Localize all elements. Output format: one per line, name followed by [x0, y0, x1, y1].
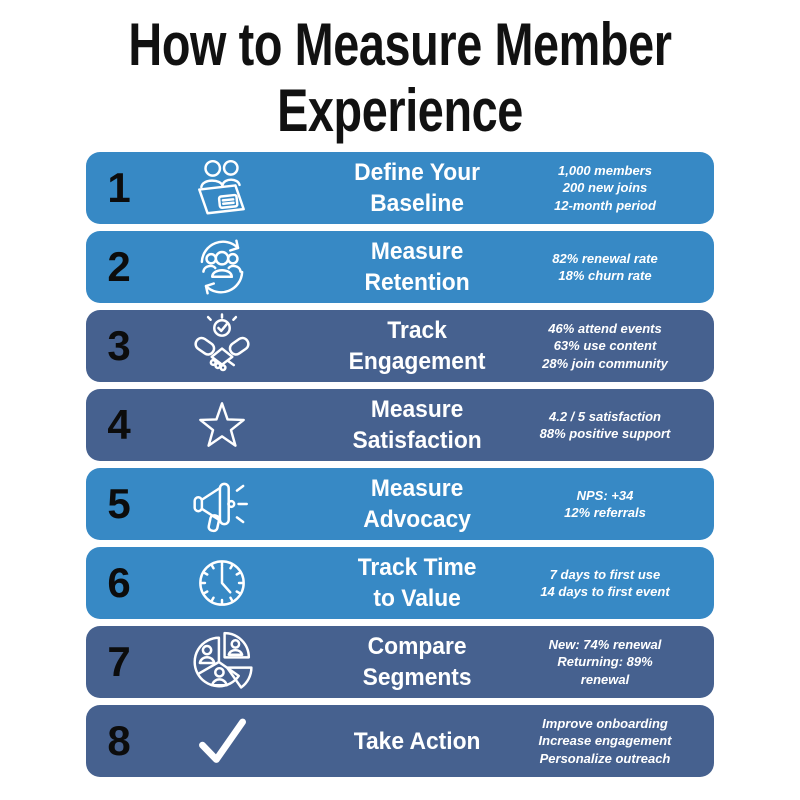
stat-line: Personalize outreach [539, 750, 671, 766]
step-title-line: Take Action [353, 727, 481, 755]
step-number: 4 [107, 401, 131, 448]
star-icon [148, 389, 296, 461]
step-number: 8 [107, 717, 131, 764]
step-title-line: Satisfaction [352, 427, 482, 454]
step-stats: 7 days to first use 14 days to first eve… [504, 566, 714, 601]
step-number: 3 [107, 322, 131, 369]
step-number: 5 [107, 480, 131, 527]
step-title-line: Engagement [348, 348, 486, 375]
step-title-line: Compare [367, 633, 467, 660]
step-title-line: Baseline [370, 190, 464, 217]
step-title: Take Action [301, 726, 499, 757]
step-number: 6 [107, 559, 131, 606]
stat-line: 12% referrals [564, 505, 646, 520]
megaphone-icon [148, 468, 296, 540]
checkmark-icon [148, 705, 296, 777]
step-row-4: 4 Measure Satisfaction 4.2 / 5 satisfact… [86, 389, 714, 461]
step-number: 7 [107, 638, 131, 685]
clock-icon [148, 547, 296, 619]
step-title-line: Segments [362, 664, 472, 691]
step-row-5: 5 Measure Advocacy NPS: +34 12% referral… [86, 468, 714, 540]
stat-line: 63% use content [553, 338, 657, 354]
step-row-8: 8 Take Action Improve onboarding Increas… [86, 705, 714, 777]
stat-line: 12-month period [554, 197, 656, 213]
retention-cycle-icon [148, 231, 296, 303]
page-title: How to Measure Member Experience [0, 0, 800, 144]
step-row-6: 6 Track Time to Value 7 days to first us… [86, 547, 714, 619]
stat-line: 200 new joins [562, 180, 648, 196]
stat-line: Increase engagement [538, 733, 672, 749]
step-title-line: Retention [364, 269, 470, 296]
folder-people-icon [148, 152, 296, 224]
step-row-1: 1 Define Your Baseline [86, 152, 714, 224]
handshake-check-icon [148, 310, 296, 382]
stat-line: NPS: +34 [576, 487, 634, 503]
step-title: Compare Segments [301, 631, 499, 693]
step-title: Track Time to Value [301, 552, 499, 614]
step-row-7: 7 Compare Segments [86, 626, 714, 698]
step-title-line: Track Time [357, 554, 477, 581]
step-stats: 82% renewal rate 18% churn rate [504, 250, 714, 285]
stat-line: 14 days to first event [540, 584, 670, 599]
step-number: 1 [107, 164, 131, 211]
step-title-line: Define Your [354, 159, 481, 186]
step-title: Measure Satisfaction [301, 394, 499, 456]
page-title-line-2: Experience [277, 77, 523, 144]
step-title-line: to Value [373, 585, 461, 612]
step-stats: New: 74% renewal Returning: 89% renewal [504, 636, 714, 689]
stat-line: Returning: 89% [557, 654, 653, 670]
step-stats: NPS: +34 12% referrals [504, 487, 714, 522]
stat-line: 28% join community [542, 355, 668, 371]
step-row-3: 3 Track Engagement [86, 310, 714, 382]
step-title-line: Advocacy [363, 506, 471, 533]
pie-segments-icon [148, 626, 296, 698]
step-title-line: Track [387, 317, 447, 344]
step-stats: 46% attend events 63% use content 28% jo… [504, 320, 714, 373]
step-stats: 4.2 / 5 satisfaction 88% positive suppor… [504, 408, 714, 443]
step-stats: 1,000 members 200 new joins 12-month per… [504, 162, 714, 215]
stat-line: renewal [580, 671, 630, 687]
stat-line: 7 days to first use [549, 566, 661, 582]
stat-line: 88% positive support [539, 426, 671, 441]
stat-line: New: 74% renewal [548, 636, 662, 652]
step-title: Measure Advocacy [301, 473, 499, 535]
stat-line: 18% churn rate [558, 268, 652, 283]
steps-list: 1 Define Your Baseline [86, 152, 714, 777]
step-title: Track Engagement [301, 315, 499, 377]
step-title-line: Measure [370, 475, 464, 502]
step-title-line: Measure [370, 238, 464, 265]
step-row-2: 2 Measure Retention [86, 231, 714, 303]
step-title: Measure Retention [301, 236, 499, 298]
stat-line: 1,000 members [558, 162, 652, 178]
step-title-line: Measure [370, 396, 464, 423]
stat-line: 82% renewal rate [552, 250, 658, 266]
stat-line: Improve onboarding [542, 715, 668, 731]
step-title: Define Your Baseline [301, 157, 499, 219]
step-number: 2 [107, 243, 131, 290]
stat-line: 46% attend events [548, 320, 662, 336]
stat-line: 4.2 / 5 satisfaction [549, 408, 661, 424]
step-stats: Improve onboarding Increase engagement P… [504, 715, 714, 768]
page-title-line-1: How to Measure Member [128, 11, 672, 78]
